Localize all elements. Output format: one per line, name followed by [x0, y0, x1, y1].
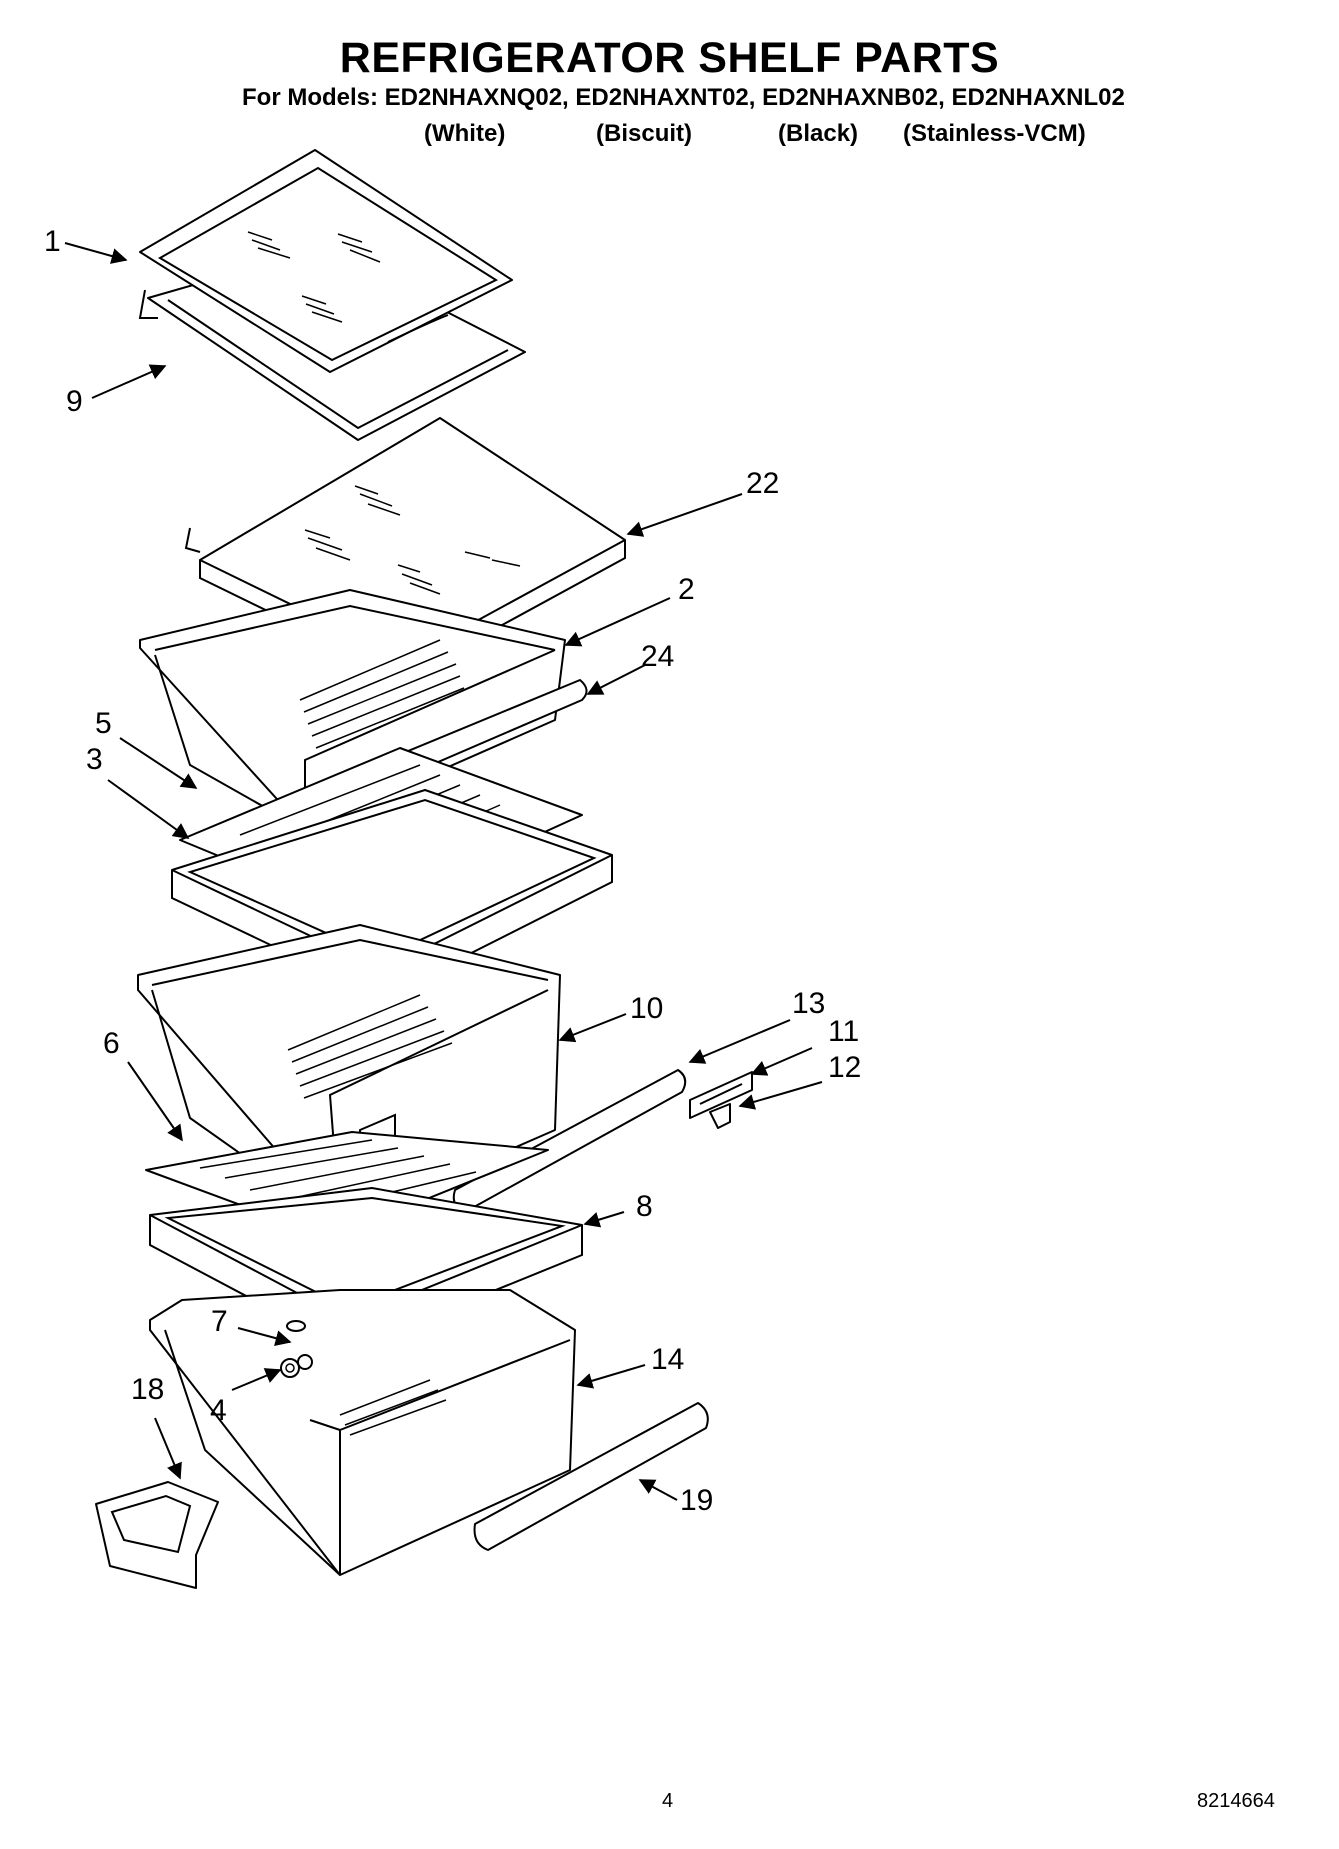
leader-1: [64, 242, 128, 264]
callout-14: 14: [651, 1343, 685, 1376]
callout-7: 7: [211, 1305, 228, 1338]
part-7-4-fittings: [280, 1320, 313, 1378]
callout-22: 22: [746, 467, 780, 500]
callout-10: 10: [630, 992, 664, 1025]
leader-4: [231, 1368, 282, 1391]
page-number: 4: [662, 1790, 674, 1812]
callout-19: 19: [680, 1484, 714, 1517]
callout-2: 2: [678, 573, 695, 606]
leader-10: [558, 1013, 627, 1043]
callout-12: 12: [828, 1051, 862, 1084]
callout-13: 13: [792, 987, 826, 1020]
part-18-label: [95, 1481, 219, 1589]
callout-1: 1: [44, 225, 61, 258]
leader-5: [119, 737, 198, 789]
callout-8: 8: [636, 1190, 653, 1223]
part-19-trim-bar: [473, 1402, 709, 1551]
part-14-meat-drawer: [149, 1289, 576, 1576]
leader-13: [688, 1019, 791, 1064]
callout-9: 9: [66, 385, 83, 418]
callout-24: 24: [641, 640, 675, 673]
models-line: For Models: ED2NHAXNQ02, ED2NHAXNT02, ED…: [242, 84, 1125, 111]
leader-2: [564, 597, 671, 647]
part-13-trim-bar: [452, 1069, 687, 1213]
leader-19: [638, 1479, 678, 1501]
leader-14: [576, 1364, 646, 1389]
callout-5: 5: [95, 707, 112, 740]
variant-biscuit: (Biscuit): [596, 120, 692, 147]
callout-11: 11: [828, 1015, 860, 1048]
leader-24: [586, 664, 646, 695]
callout-18: 18: [131, 1373, 165, 1406]
part-1-glass-shelf: [139, 149, 513, 373]
callout-4: 4: [210, 1394, 227, 1427]
callout-6: 6: [103, 1027, 120, 1060]
leader-22: [626, 493, 743, 537]
leader-7: [237, 1327, 292, 1346]
leader-6: [127, 1061, 183, 1142]
variant-black: (Black): [778, 120, 859, 147]
leader-11: [750, 1047, 813, 1076]
variant-white: (White): [424, 120, 506, 147]
page-title: REFRIGERATOR SHELF PARTS: [339, 34, 1000, 82]
leader-3: [107, 779, 190, 839]
leader-12: [738, 1081, 823, 1110]
leader-8: [583, 1211, 625, 1228]
variant-stainless: (Stainless-VCM): [903, 120, 1086, 147]
callout-3: 3: [86, 743, 103, 776]
leader-9: [91, 364, 167, 399]
part-11-12-clips: [689, 1071, 753, 1129]
document-number: 8214664: [1197, 1790, 1275, 1812]
leader-18: [154, 1417, 182, 1480]
